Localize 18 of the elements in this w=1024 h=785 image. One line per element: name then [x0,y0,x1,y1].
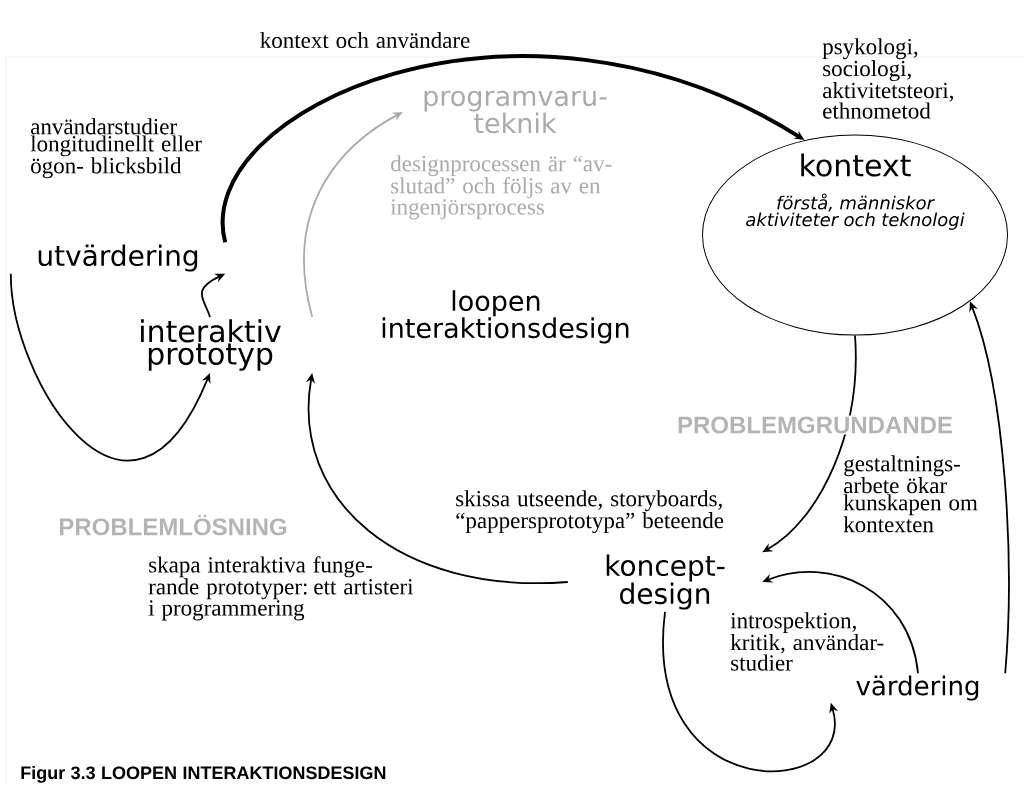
handwritten-word: programvaru- teknik [424,90,607,134]
edge-label: kontext och användare [258,30,472,50]
section-label: PROBLEMLÖSNING [57,513,289,537]
annotation: psykologi, sociologi, aktivitetsteori, ethnometod [822,38,953,119]
handwritten-word: värdering [856,675,979,701]
description: designprocessen är “av- slutad” och följs av en ingenjörsprocess [390,155,612,220]
figure-caption: Figur 3.3 LOOPEN INTERAKTIONSDESIGN [21,765,386,783]
annotation: gestaltnings- arbete ökar kunskapen om kontexten [843,455,978,533]
section-label: PROBLEMGRUNDANDE [676,415,954,435]
arrow [9,272,211,461]
annotation: användarstudier longitudinellt eller ögon- blicksbild [30,118,202,179]
handwritten-word: utvärdering [38,244,198,272]
annotation: skissa utseende, storyboards, “pappersprototypa” beteende [456,490,724,534]
handwritten-word: interaktiv prototyp [141,319,281,371]
annotation: skapa interaktiva funge- rande prototyper: ett artisteri i programmering [148,556,414,621]
handwritten-title: loopen interaktionsdesign [382,290,629,344]
handwritten-word: koncept- design [606,554,725,610]
annotation: introspektion, kritik, användar- studier [730,612,884,671]
